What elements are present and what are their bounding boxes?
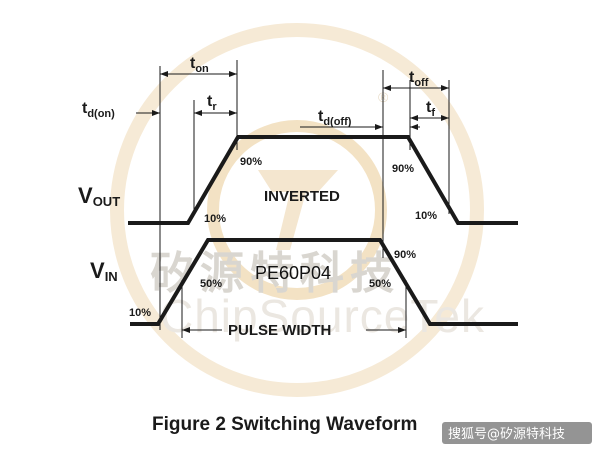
credit-badge-background (442, 422, 592, 444)
watermark-chinese-text: 矽源特科技 (150, 248, 400, 299)
vin-fall-50-label: 50% (369, 278, 391, 290)
watermark-ring-inner (207, 120, 387, 300)
watermark-ring-outer (110, 23, 484, 397)
pulse-width-label: PULSE WIDTH (228, 322, 331, 339)
t-d-off-label: td(off) (318, 108, 352, 128)
credit-badge: 搜狐号@矽源特科技 (442, 422, 592, 444)
vout-fall-90-label: 90% (392, 163, 414, 175)
vout-label: VOUT (78, 183, 120, 209)
watermark-logo-mark (258, 170, 338, 250)
t-off-label: toff (409, 69, 429, 89)
t-f-dimension (410, 115, 449, 121)
vin-fall-90-label: 90% (394, 249, 416, 261)
t-on-dimension (160, 71, 237, 77)
t-r-label: tr (207, 93, 217, 113)
figure-caption: Figure 2 Switching Waveform (152, 414, 417, 435)
vin-label: VIN (90, 258, 118, 284)
credit-text: 搜狐号@矽源特科技 (448, 427, 565, 442)
vin-rise-50-label: 50% (200, 278, 222, 290)
inverted-label: INVERTED (264, 188, 340, 205)
t-d-on-dimension (136, 110, 160, 116)
part-number-label: PE60P04 (255, 263, 331, 283)
watermark-logo: ® (110, 23, 484, 397)
vin-waveform (130, 238, 518, 326)
vout-rise-90-label: 90% (240, 156, 262, 168)
t-off-dimension (383, 85, 449, 91)
watermark-english-text: ChipSourceTek (160, 290, 485, 342)
vin-rise-10-label: 10% (129, 307, 151, 319)
t-d-off-dimension (300, 124, 420, 130)
t-on-label: ton (190, 55, 209, 75)
vout-waveform (128, 135, 518, 225)
vout-rise-10-label: 10% (204, 213, 226, 225)
t-d-on-label: td(on) (82, 100, 115, 120)
t-r-dimension (194, 110, 237, 116)
vout-fall-10-label: 10% (415, 210, 437, 222)
pulse-width-dimension (182, 327, 406, 333)
t-f-label: tf (426, 99, 435, 119)
